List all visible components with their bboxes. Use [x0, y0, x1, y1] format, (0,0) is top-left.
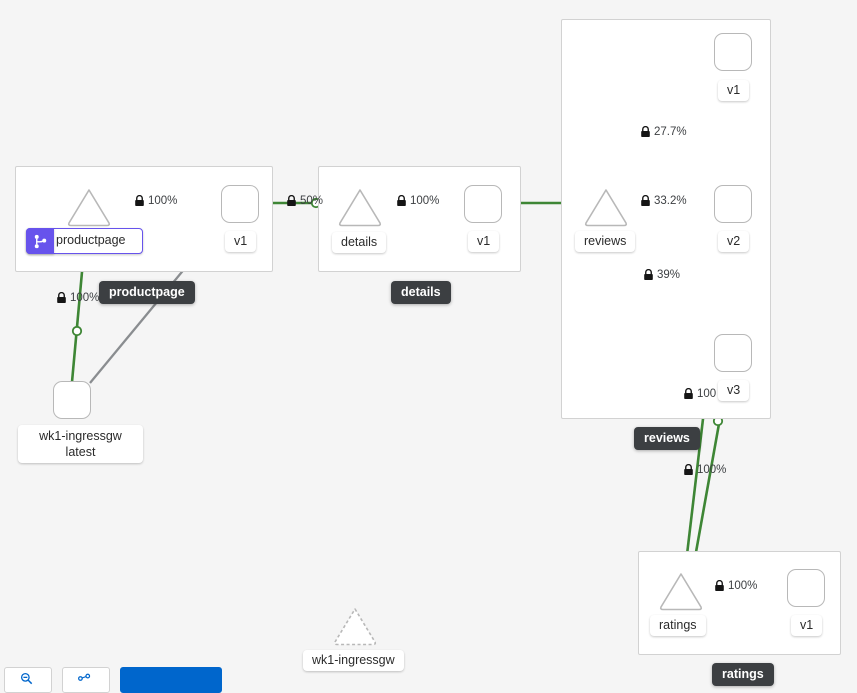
node-productpage-v1[interactable]: [221, 185, 259, 223]
edge-label-reviews-v2-to-ratings[interactable]: 100%: [683, 464, 726, 476]
node-label-details-service: details: [332, 232, 387, 253]
node-label-ratings-v1: v1: [791, 615, 823, 636]
lock-icon: [135, 195, 144, 207]
node-label-details-v1: v1: [468, 231, 500, 252]
node-label-line1: wk1-ingressgw: [39, 429, 122, 443]
fit-to-screen-button[interactable]: [62, 667, 110, 693]
virtual-service-icon: [26, 228, 54, 254]
edge-percent: 39%: [657, 269, 681, 281]
node-label-reviews-v1: v1: [718, 80, 750, 101]
lock-icon: [641, 126, 650, 138]
group-tooltip-details: details: [391, 281, 451, 304]
node-label-wk1-ingressgw-service: wk1-ingressgw: [303, 650, 404, 671]
group-tooltip-productpage: productpage: [99, 281, 195, 304]
lock-icon: [287, 195, 296, 207]
edge-percent: 100%: [148, 195, 178, 207]
node-ratings-v1[interactable]: [787, 569, 825, 607]
node-reviews-v1[interactable]: [714, 33, 752, 71]
service-triangle-icon: [65, 186, 113, 228]
fit-icon: [77, 672, 92, 688]
edge-label-productpage-service-to-v1[interactable]: 100%: [134, 195, 177, 207]
edge-percent: 27.7%: [654, 126, 687, 138]
edge-label-ratings-service-to-v1[interactable]: 100%: [714, 580, 757, 592]
node-reviews-v2[interactable]: [714, 185, 752, 223]
edge-label-reviews-to-v3[interactable]: 39%: [643, 269, 680, 281]
service-triangle-icon: [582, 186, 630, 228]
group-tooltip-ratings: ratings: [712, 663, 774, 686]
lock-icon: [684, 388, 693, 400]
zoom-out-icon: [20, 672, 33, 688]
group-tooltip-reviews: reviews: [634, 427, 700, 450]
service-triangle-icon: [336, 186, 384, 228]
node-label-line2: latest: [65, 445, 96, 459]
edge-label-reviews-to-v1[interactable]: 27.7%: [640, 126, 687, 138]
node-label-productpage-service: productpage: [56, 233, 126, 247]
edge-percent: 33.2%: [654, 195, 687, 207]
edge-percent: 100%: [70, 292, 100, 304]
node-label-reviews-service: reviews: [575, 231, 636, 252]
lock-icon: [57, 292, 66, 304]
zoom-out-button[interactable]: [4, 667, 52, 693]
edge-label-reviews-to-v2[interactable]: 33.2%: [640, 195, 687, 207]
edge-label-productpage-v1-to-details[interactable]: 50%: [286, 195, 323, 207]
edge-percent: 100%: [410, 195, 440, 207]
node-label-ratings-service: ratings: [650, 615, 706, 636]
service-triangle-dashed-icon: [331, 605, 379, 647]
edge-percent: 100: [697, 388, 717, 400]
graph-primary-action-button[interactable]: [120, 667, 222, 693]
edge-label-reviews-v3-to-ratings[interactable]: 100: [683, 388, 716, 400]
lock-icon: [397, 195, 406, 207]
node-details-v1[interactable]: [464, 185, 502, 223]
node-wk1-ingressgw-workload[interactable]: [53, 381, 91, 419]
lock-icon: [641, 195, 650, 207]
lock-icon: [644, 269, 653, 281]
edge-label-details-service-to-v1[interactable]: 100%: [396, 195, 439, 207]
node-reviews-v3[interactable]: [714, 334, 752, 372]
service-triangle-icon: [657, 570, 705, 612]
node-label-wk1-ingressgw-workload: wk1-ingressgw latest: [18, 425, 143, 463]
node-label-reviews-v3: v3: [718, 380, 750, 401]
lock-icon: [684, 464, 693, 476]
lock-icon: [715, 580, 724, 592]
graph-toolbar[interactable]: [0, 667, 222, 693]
edge-percent: 100%: [728, 580, 758, 592]
node-label-productpage-v1: v1: [225, 231, 257, 252]
edge-percent: 50%: [300, 195, 324, 207]
edge-label-ingress-to-productpage[interactable]: 100%: [56, 292, 99, 304]
edge-percent: 100%: [697, 464, 727, 476]
node-label-reviews-v2: v2: [718, 231, 750, 252]
